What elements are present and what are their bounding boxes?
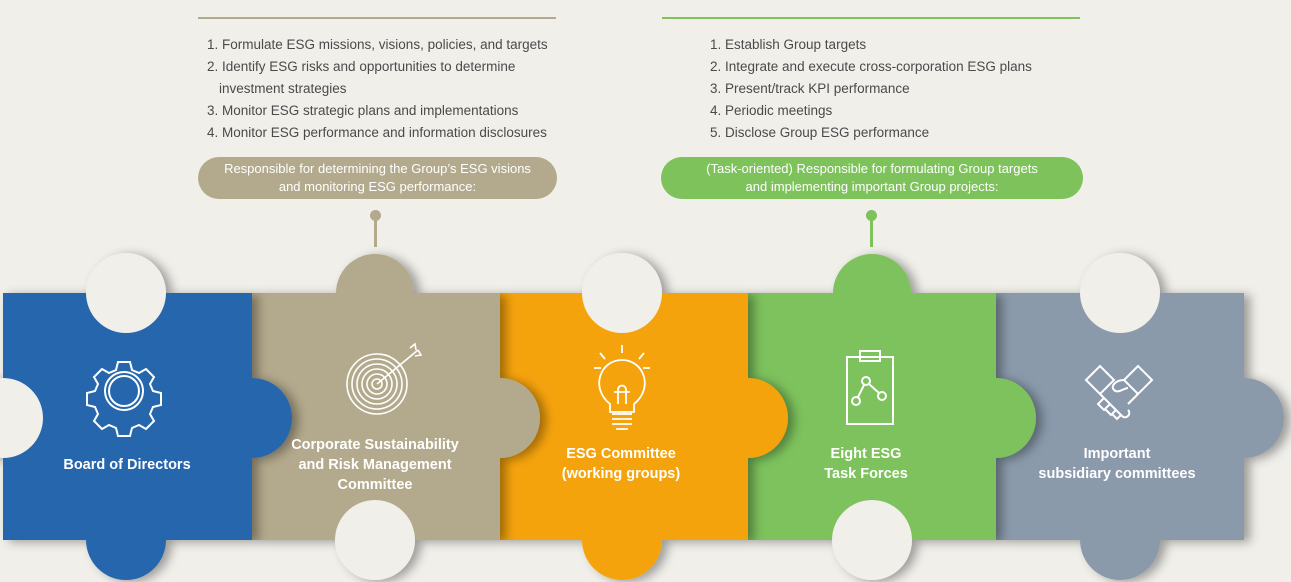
label-line: ESG Committee <box>566 446 676 462</box>
right-panel-rule <box>662 17 1080 19</box>
task-force-responsibilities-list: 1. Establish Group targets 2. Integrate … <box>710 34 1032 144</box>
label-line: and Risk Management <box>298 457 452 473</box>
list-item-continuation: investment strategies <box>219 81 347 96</box>
puzzle-piece-esg-committee <box>500 253 788 580</box>
sustainability-committee-role-pill: Responsible for determining the Group’s … <box>198 157 557 199</box>
gear-icon <box>86 361 162 437</box>
board-responsibilities-list: 1. Formulate ESG missions, visions, poli… <box>207 34 548 144</box>
list-item: 1. Formulate ESG missions, visions, poli… <box>207 37 548 52</box>
pill-text-line: and implementing important Group project… <box>745 179 999 194</box>
pill-text-line: and monitoring ESG performance: <box>278 179 477 194</box>
label-line: Committee <box>337 477 413 493</box>
label-line: Corporate Sustainability <box>291 437 459 453</box>
label-line: subsidiary committees <box>1038 466 1196 482</box>
label-line: Task Forces <box>824 466 908 482</box>
list-item: 4. Periodic meetings <box>710 103 833 118</box>
task-forces-label: Eight ESG Task Forces <box>756 444 976 484</box>
list-item: 2. Identify ESG risks and opportunities … <box>207 59 516 74</box>
connector-line <box>870 215 873 247</box>
list-item: 5. Disclose Group ESG performance <box>710 125 930 140</box>
esg-committee-label: ESG Committee (working groups) <box>511 444 731 484</box>
list-item: 2. Integrate and execute cross-corporati… <box>710 59 1032 74</box>
list-item: 4. Monitor ESG performance and informati… <box>207 125 547 140</box>
puzzle-piece-board <box>0 253 292 580</box>
left-panel-rule <box>198 17 556 19</box>
label-line: Board of Directors <box>63 457 191 473</box>
label-line: Important <box>1083 446 1151 462</box>
pill-text-line: (Task-oriented) Responsible for formulat… <box>706 161 1038 176</box>
task-forces-role-pill: (Task-oriented) Responsible for formulat… <box>661 157 1083 199</box>
lightbulb-icon <box>594 345 650 430</box>
label-line: Eight ESG <box>830 446 902 462</box>
connector-line <box>374 215 377 247</box>
subsidiary-committees-label: Important subsidiary committees <box>1007 444 1227 484</box>
list-item: 1. Establish Group targets <box>710 37 867 52</box>
puzzle-piece-sustainability-committee <box>252 254 540 580</box>
sustainability-committee-label: Corporate Sustainability and Risk Manage… <box>265 435 485 495</box>
puzzle-piece-task-forces <box>748 254 1036 580</box>
label-line: (working groups) <box>561 466 681 482</box>
list-item: 3. Monitor ESG strategic plans and imple… <box>207 103 519 118</box>
target-icon <box>346 342 423 415</box>
handshake-icon <box>1084 364 1154 421</box>
list-item: investment strategies <box>207 78 548 100</box>
clipboard-chart-icon <box>846 350 894 425</box>
board-of-directors-label: Board of Directors <box>17 455 237 475</box>
pill-text-line: Responsible for determining the Group’s … <box>224 161 531 176</box>
list-item: 3. Present/track KPI performance <box>710 81 910 96</box>
puzzle-piece-subsidiary-committees <box>996 253 1284 580</box>
